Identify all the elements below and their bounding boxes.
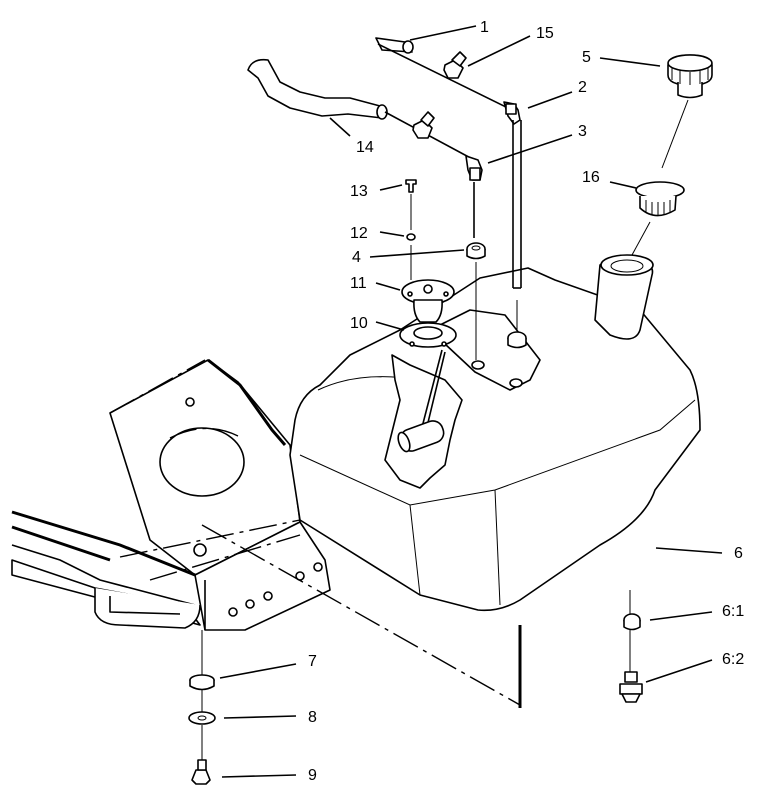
callout-16: 16 xyxy=(582,169,600,186)
frame-access-hole xyxy=(159,427,245,497)
callout-11: 11 xyxy=(350,275,367,292)
callout-4: 4 xyxy=(352,249,361,266)
callout-15: 15 xyxy=(536,25,554,42)
assembly-center-lines xyxy=(201,524,631,760)
elbow-fitting-3 xyxy=(465,155,483,181)
callout-14: 14 xyxy=(356,139,374,156)
callout-9: 9 xyxy=(308,767,317,784)
fuel-hose-14 xyxy=(247,58,388,120)
callout-5: 5 xyxy=(582,49,591,66)
callout-10: 10 xyxy=(350,315,368,332)
vent-grommet xyxy=(507,331,527,349)
bushing-4 xyxy=(466,242,486,260)
callout-8: 8 xyxy=(308,709,317,726)
callout-6-1: 6:1 xyxy=(722,603,744,620)
fuel-tank xyxy=(289,254,701,612)
callout-2: 2 xyxy=(578,79,587,96)
callout-labels: 1 15 2 3 5 14 16 13 12 4 11 10 6 6:1 6:2… xyxy=(308,19,744,784)
hose-clamp-15 xyxy=(443,51,467,79)
frame-mount-plate xyxy=(109,358,301,576)
fuel-sender-gasket xyxy=(399,322,457,348)
bolt-9 xyxy=(191,759,211,785)
vent-tube xyxy=(512,120,522,289)
callout-6-2: 6:2 xyxy=(722,651,744,668)
fuel-sender-unit xyxy=(401,279,455,323)
leader-lines xyxy=(219,25,723,778)
callout-6: 6 xyxy=(734,545,743,562)
drain-clamp xyxy=(623,613,641,631)
sender-screw xyxy=(405,179,417,193)
callout-3: 3 xyxy=(578,123,587,140)
callout-1: 1 xyxy=(480,19,489,36)
fuel-hose-upper xyxy=(375,37,414,54)
hose-clamp-lower xyxy=(412,111,435,139)
callout-12: 12 xyxy=(350,225,368,242)
fuel-cap xyxy=(667,54,713,99)
fuel-strainer xyxy=(635,181,685,217)
callout-13: 13 xyxy=(350,183,368,200)
callout-7: 7 xyxy=(308,653,317,670)
spacer-7 xyxy=(189,674,215,691)
fuel-float xyxy=(397,349,446,453)
sender-lock-washer xyxy=(406,233,416,241)
washer-8 xyxy=(188,711,216,725)
drain-valve xyxy=(619,671,643,703)
frame-side-rail xyxy=(11,510,331,631)
elbow-fitting-2 xyxy=(503,101,521,125)
